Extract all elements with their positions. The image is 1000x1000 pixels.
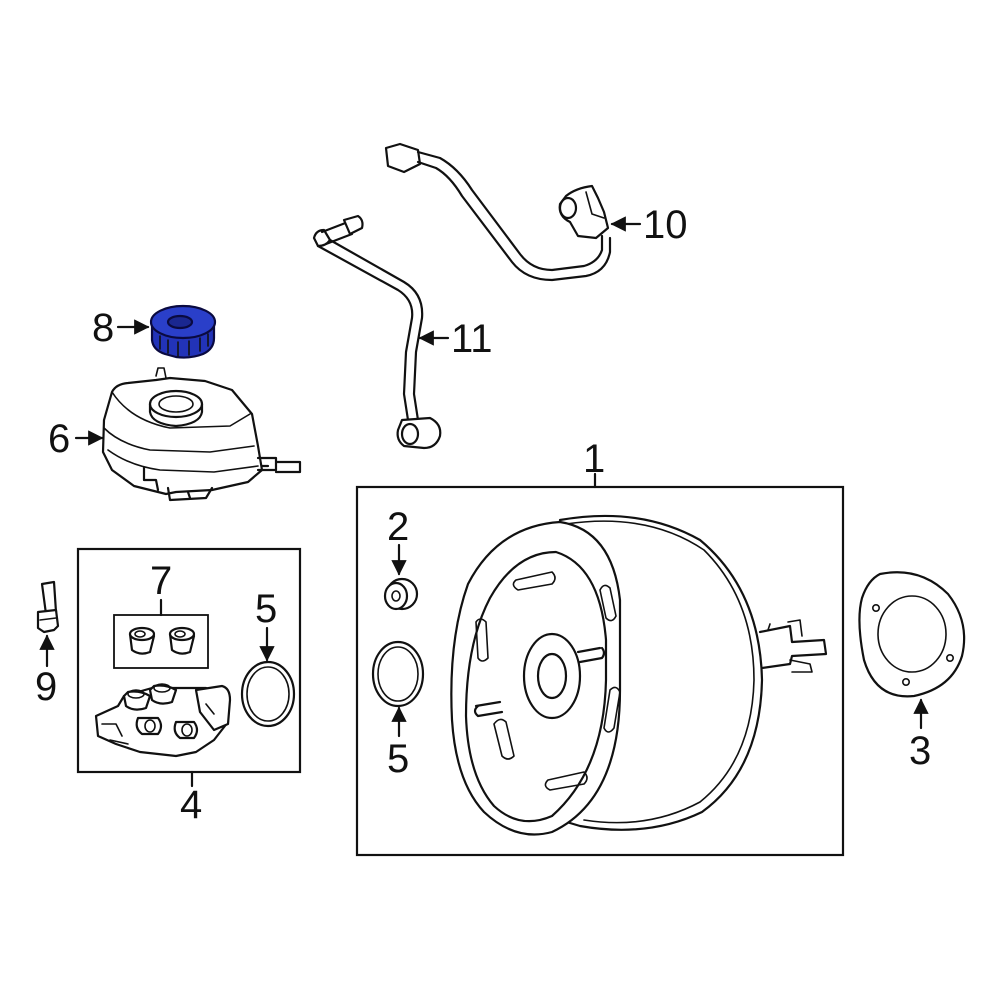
cap-ribs xyxy=(159,333,209,357)
hose-10-valve-port xyxy=(558,196,578,220)
callout-8: 8 xyxy=(92,306,114,350)
sensor-detail xyxy=(39,617,57,621)
seal-part-5-master-cylinder[interactable] xyxy=(240,660,296,728)
booster-hub xyxy=(522,632,582,720)
seal-7b-top xyxy=(168,626,196,642)
master-cylinder-part-4[interactable] xyxy=(94,683,232,758)
reservoir-neck-inner xyxy=(158,395,194,413)
hose-10-valve-detail xyxy=(585,191,605,219)
seal-7a-hole xyxy=(134,630,146,638)
mc-port-b-hole xyxy=(153,683,171,693)
seal-7a-top xyxy=(128,626,156,642)
mc-seal-inner xyxy=(246,666,290,722)
booster-hub-inner xyxy=(536,652,568,700)
gasket-bolt-hole-1 xyxy=(871,603,880,612)
reservoir-seam xyxy=(103,427,259,473)
callout-5-booster: 5 xyxy=(387,737,409,781)
grommet-hole xyxy=(391,590,401,602)
hose-10-valve-body xyxy=(558,184,610,240)
callout-6: 6 xyxy=(48,417,70,461)
brake-booster-part-1[interactable] xyxy=(450,514,828,836)
hose-10-tube-outer xyxy=(416,150,604,272)
reservoir-mount-tabs xyxy=(142,466,214,502)
callout-11: 11 xyxy=(451,317,493,361)
mc-body-detail xyxy=(101,703,215,745)
leader-lines xyxy=(39,216,929,788)
hose-11-outer-a xyxy=(320,220,354,246)
reservoir-cap-part-8[interactable] xyxy=(149,304,217,359)
hose-11-tube-outer xyxy=(316,244,414,422)
hose-10-tube-inner xyxy=(416,160,612,282)
callout-4: 4 xyxy=(180,783,202,827)
reservoir-seals-part-7[interactable] xyxy=(128,626,196,655)
seal-kit-subbox xyxy=(113,614,209,669)
callout-1: 1 xyxy=(583,437,605,481)
gasket-outer xyxy=(858,571,966,698)
booster-assembly-box xyxy=(355,485,845,857)
callout-labels: 1 2 3 4 5 5 6 7 8 9 10 11 xyxy=(35,203,931,827)
master-cylinder-box xyxy=(76,547,302,774)
callout-7: 7 xyxy=(150,559,172,603)
seal-7b-hole xyxy=(174,630,186,638)
reservoir-top-edge xyxy=(111,391,251,429)
callout-3: 3 xyxy=(909,729,931,773)
booster-slots xyxy=(475,571,621,791)
callout-10: 10 xyxy=(643,203,688,247)
callout-9: 9 xyxy=(35,665,57,709)
callout-2: 2 xyxy=(387,505,409,549)
cap-top-recess xyxy=(166,314,194,330)
reservoir-neck-top xyxy=(148,389,204,419)
booster-rod-clevis xyxy=(767,619,813,673)
grommet-front xyxy=(383,581,409,611)
gasket-bolt-hole-3 xyxy=(901,677,910,686)
gasket-bolt-hole-2 xyxy=(945,653,954,662)
seal-outer xyxy=(371,640,425,708)
brake-fluid-reservoir-part-6[interactable] xyxy=(101,367,302,502)
mc-outlet-1 xyxy=(135,716,163,736)
mc-port-a-hole xyxy=(127,689,145,699)
booster-rear-rod xyxy=(758,624,828,670)
mc-seal-outer xyxy=(240,660,296,728)
gasket-center-hole xyxy=(877,595,947,673)
hose-11-tube-inner xyxy=(328,238,424,422)
mc-outlet-1-hole xyxy=(144,719,156,733)
gasket-part-3[interactable] xyxy=(858,571,966,698)
seal-part-5-booster[interactable] xyxy=(371,640,425,708)
grommet-part-2[interactable] xyxy=(383,577,419,611)
sensor-head xyxy=(36,608,60,634)
vacuum-hose-part-10[interactable] xyxy=(384,142,612,282)
callout-5-master-cylinder: 5 xyxy=(255,587,277,631)
sensor-part-9[interactable] xyxy=(36,580,60,634)
hose-11-port xyxy=(400,422,420,446)
mc-outlet-2-hole xyxy=(181,723,193,737)
reservoir-neck xyxy=(148,402,204,428)
booster-rear-rim xyxy=(565,520,755,824)
vacuum-hose-part-11[interactable] xyxy=(312,214,442,450)
hose-10-end-fitting xyxy=(384,142,422,174)
seal-inner xyxy=(377,646,419,702)
booster-studs xyxy=(473,646,606,718)
hose-11-end-fitting xyxy=(342,214,364,236)
mc-flange xyxy=(194,684,232,732)
reservoir-sensor-connector xyxy=(256,456,302,474)
reservoir-vent xyxy=(155,367,167,379)
